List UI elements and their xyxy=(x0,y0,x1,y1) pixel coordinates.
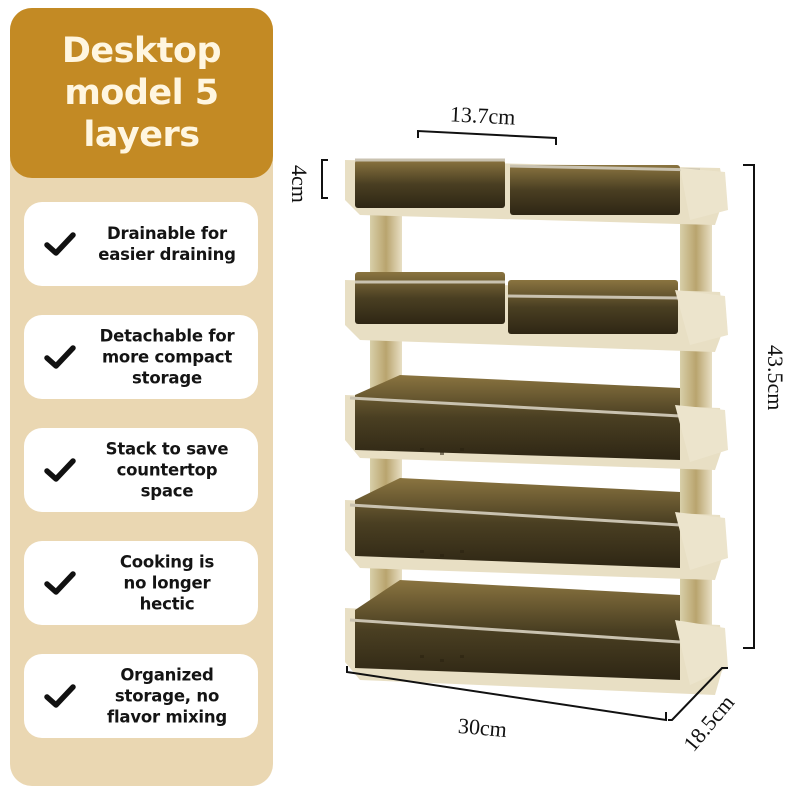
dim-line-width xyxy=(346,666,667,722)
feature-card-draining: Drainable for easier draining xyxy=(24,202,258,286)
feature-card-detachable: Detachable for more compact storage xyxy=(24,315,258,399)
dim-label-box-height: 4cm xyxy=(287,165,312,203)
rack-layer-4 xyxy=(345,478,728,580)
feature-text: Detachable for more compact storage xyxy=(99,326,235,388)
checkmark-icon xyxy=(44,232,76,256)
title-banner: Desktop model 5 layers xyxy=(10,8,273,178)
dim-label-total-height: 43.5cm xyxy=(763,345,788,411)
dim-line-depth xyxy=(668,667,728,721)
dim-label-width: 30cm xyxy=(457,712,508,743)
rack-layer-1 xyxy=(345,158,728,225)
dim-line-total-height xyxy=(743,164,755,649)
feature-card-stack: Stack to save countertop space xyxy=(24,428,258,512)
page-title: Desktop model 5 layers xyxy=(61,31,222,155)
rack-layer-2 xyxy=(345,272,728,352)
feature-text: Stack to save countertop space xyxy=(105,439,229,501)
dim-line-box-height xyxy=(321,159,328,199)
rack-layer-3 xyxy=(345,375,728,470)
checkmark-icon xyxy=(44,345,76,369)
checkmark-icon xyxy=(44,458,76,482)
checkmark-icon xyxy=(44,571,76,595)
dim-label-box-width: 13.7cm xyxy=(449,101,517,130)
feature-text: Drainable for easier draining xyxy=(98,224,236,264)
feature-text: Organized storage, no flavor mixing xyxy=(106,665,228,727)
feature-text: Cooking is no longer hectic xyxy=(119,552,215,614)
feature-card-organized: Organized storage, no flavor mixing xyxy=(24,654,258,738)
dim-line-box-width xyxy=(417,129,557,145)
checkmark-icon xyxy=(44,684,76,708)
rack-layer-5 xyxy=(345,580,728,695)
feature-card-cooking: Cooking is no longer hectic xyxy=(24,541,258,625)
